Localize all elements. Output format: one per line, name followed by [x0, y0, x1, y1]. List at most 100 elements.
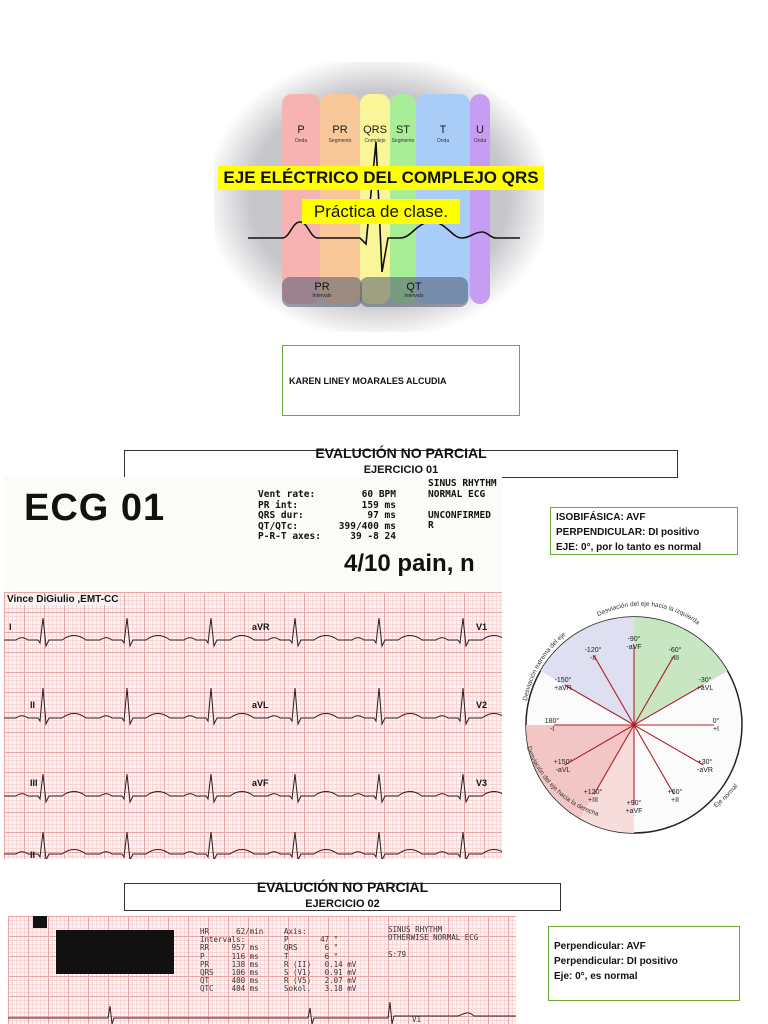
exercise2-header-box	[124, 883, 561, 911]
lead-label-V3: V3	[476, 778, 488, 788]
operator-name: Vince DiGiulio ,EMT-CC	[7, 594, 119, 605]
qrs-dur-label: QRS dur:	[258, 510, 304, 521]
author-box: KAREN LINEY MOARALES ALCUDIA	[282, 345, 520, 416]
exercise2-subtitle: EJERCICIO 02	[305, 898, 380, 910]
wave-sub: Segmento	[391, 138, 415, 144]
ecg02-redaction	[56, 930, 174, 974]
lead-axis-label: +III	[588, 797, 598, 804]
wave-sub: Onda	[294, 138, 308, 144]
answer-line: Perpendicular: DI positivo	[554, 956, 678, 967]
wave-sub: Segmento	[328, 138, 352, 144]
lead-axis-label: +aVL	[697, 685, 714, 692]
lead-axis-label: +I	[713, 726, 719, 733]
wave-sub: Complejo	[364, 138, 386, 144]
ecg-trace	[248, 141, 520, 273]
lead-label-II: II	[30, 700, 36, 710]
axis-wheel-diagram: Desviación del eje hacia la izquierda De…	[522, 601, 743, 834]
answer-line: ISOBIFÁSICA: AVF	[556, 512, 646, 523]
ecg02-corner-mark	[33, 916, 47, 928]
ecg01-measurement-values: 60 BPM 159 ms 97 ms 399/400 ms 39 -8 24	[334, 489, 396, 543]
degree-label: 0°	[713, 717, 720, 725]
presentation-title: EJE ELÉCTRICO DEL COMPLEJO QRS	[218, 166, 544, 190]
answer-line: EJE: 0°, por lo tanto es normal	[556, 542, 702, 553]
exercise1-title: EVALUCIÓN NO PARCIAL	[315, 445, 487, 461]
ecg-lead-trace	[4, 617, 502, 648]
lead-label-aVF: aVF	[252, 778, 269, 788]
interval-sub: Intervalo	[404, 293, 424, 299]
ecg-lead-trace	[4, 687, 502, 726]
qt-qtc-value: 399/400 ms	[338, 520, 396, 532]
interp-line: UNCONFIRMED R	[428, 509, 491, 531]
ecg02-axis: Axis: P 47 ° QRS 6 ° T 6 ° R (II) 0.14 m…	[284, 927, 357, 994]
ecg-lead-trace	[4, 773, 502, 804]
answer-line: Perpendicular: AVF	[554, 941, 646, 952]
interp-line: NORMAL ECG	[428, 488, 486, 500]
prt-axes-label: P-R-T axes:	[258, 531, 321, 542]
degree-label: +150°	[554, 758, 573, 766]
lead-axis-label: -aVF	[626, 644, 641, 651]
ecg-lead-trace	[4, 831, 502, 859]
answer-line: Eje: 0°, es normal	[554, 971, 638, 982]
lead-axis-label: +aVF	[626, 808, 643, 815]
interp-line	[428, 500, 502, 511]
ecg01-measurement-labels: Vent rate: PR int: QRS dur: QT/QTc: P-R-…	[258, 489, 321, 543]
interval-label: QT	[406, 281, 422, 293]
ecg01-title: ECG 01	[24, 487, 166, 529]
vent-rate-label: Vent rate:	[258, 489, 316, 500]
ecg01-grid: Vince DiGiulio ,EMT-CC I aVR V1 II aVL V…	[4, 592, 502, 859]
interval-sub: Intervalo	[312, 293, 332, 299]
lead-axis-label: +II	[671, 797, 679, 804]
degree-label: 180°	[545, 717, 560, 725]
wave-label: T	[439, 124, 447, 136]
degree-label: -60°	[669, 646, 682, 654]
lead-axis-label: -III	[671, 655, 679, 662]
exercise2-title: EVALUCIÓN NO PARCIAL	[256, 879, 429, 895]
wave-label: U	[476, 124, 484, 136]
wave-label: PR	[332, 124, 348, 136]
ecg02-image: HR 62/min Intervals: RR 957 ms P 116 ms …	[8, 916, 516, 1024]
lead-label-V1: V1	[476, 622, 488, 632]
wave-label: QRS	[363, 124, 387, 136]
lead-label-V2: V2	[476, 700, 488, 710]
ecg02-trace	[8, 1001, 516, 1024]
degree-label: +60°	[668, 788, 683, 796]
exercise1-subtitle: EJERCICIO 01	[363, 464, 439, 476]
lead-axis-label: -I	[550, 726, 554, 733]
lead-label-I: I	[9, 622, 12, 632]
wave-column-u: U Onda	[470, 94, 490, 304]
ecg02-lead-v1: V1	[412, 1015, 422, 1024]
presentation-subtitle: Práctica de clase.	[302, 199, 460, 224]
qt-interval-bar: QT Intervalo	[360, 277, 468, 307]
ecg01-interpretation: SINUS RHYTHM NORMAL ECG UNCONFIRMED R	[428, 478, 502, 532]
pr-int-value: 159 ms	[361, 499, 396, 511]
degree-label: +90°	[627, 799, 642, 807]
lead-label-aVL: aVL	[252, 700, 269, 710]
lead-label-III: III	[30, 778, 38, 788]
answer-line: PERPENDICULAR: DI positivo	[556, 527, 700, 538]
wave-sub: Onda	[473, 138, 487, 144]
wave-label: ST	[395, 124, 411, 136]
ecg02-intervals: HR 62/min Intervals: RR 957 ms P 116 ms …	[200, 927, 264, 994]
ecg01-header: ECG 01 Vent rate: PR int: QRS dur: QT/QT…	[4, 477, 502, 592]
ecg01-traces	[4, 617, 502, 859]
degree-label: -30°	[699, 676, 712, 684]
wave-label: P	[297, 124, 305, 136]
qrs-dur-value: 97 ms	[367, 510, 396, 521]
wave-sub: Onda	[436, 138, 450, 144]
author-name: KAREN LINEY MOARALES ALCUDIA	[289, 376, 447, 386]
degree-label: +30°	[698, 758, 713, 766]
qt-qtc-label: QT/QTc:	[258, 520, 299, 532]
interval-label: PR	[314, 281, 330, 293]
prt-axes-value: 39 -8 24	[350, 531, 396, 542]
exercise1-answer-box: ISOBIFÁSICA: AVF PERPENDICULAR: DI posit…	[550, 507, 738, 555]
degree-label: -90°	[628, 635, 641, 643]
title-ecg-wave-figure: P Onda PR Segmento QRS Complejo ST Segme…	[214, 62, 544, 332]
interp-line: SINUS RHYTHM	[428, 478, 497, 489]
lead-label-aVR: aVR	[252, 622, 270, 632]
lead-axis-label: -II	[590, 655, 596, 662]
lead-axis-label: +aVR	[554, 685, 572, 692]
degree-label: +120°	[584, 788, 603, 796]
pr-interval-bar: PR Intervalo	[282, 277, 362, 307]
lead-axis-label: -aVL	[556, 767, 571, 774]
pr-int-label: PR int:	[258, 499, 299, 511]
